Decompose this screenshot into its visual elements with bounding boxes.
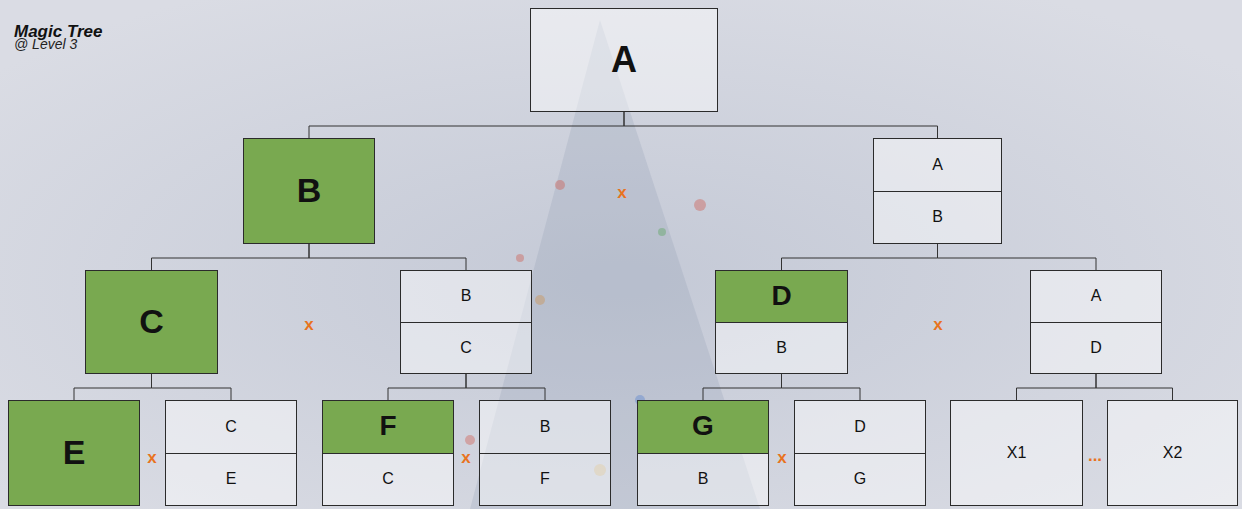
subtitle-label: @ Level 3: [14, 36, 77, 52]
tree-box: A: [530, 8, 718, 112]
node-label: C: [225, 418, 237, 436]
split-box: BF: [479, 400, 611, 506]
node-label: G: [854, 470, 866, 488]
tree-connector: [309, 244, 466, 270]
split-box: AB: [873, 138, 1002, 244]
tree-box: C: [85, 270, 218, 374]
operator-label: x: [933, 315, 942, 335]
box-section: D: [1031, 322, 1161, 374]
node-label: F: [540, 470, 550, 488]
tree-connector: [388, 374, 466, 400]
tree-connector: [309, 112, 624, 138]
box-section: B: [716, 322, 847, 374]
node-label: B: [461, 287, 472, 305]
tree-connector: [782, 374, 861, 400]
box-section: B: [401, 271, 531, 322]
node-label: F: [379, 411, 396, 442]
split-box: AD: [1030, 270, 1162, 374]
box-section: C: [323, 453, 453, 506]
node-label: B: [776, 339, 787, 357]
split-box: DG: [794, 400, 926, 506]
box-section: B: [874, 191, 1001, 244]
box-section: F: [323, 401, 453, 453]
ellipsis-label: ...: [1088, 446, 1102, 466]
node-label: E: [63, 434, 86, 471]
box-section: D: [716, 271, 847, 322]
box-section: D: [795, 401, 925, 453]
split-box: GB: [637, 400, 769, 506]
operator-label: x: [304, 315, 313, 335]
box-section: X1: [951, 401, 1082, 505]
box-section: C: [401, 322, 531, 374]
tree-connector: [782, 244, 938, 270]
node-label: G: [692, 411, 714, 442]
tree-connector: [1096, 374, 1173, 400]
node-label: B: [540, 418, 551, 436]
split-box: BC: [400, 270, 532, 374]
node-label: D: [771, 281, 791, 312]
box-section: X2: [1108, 401, 1237, 505]
node-label: C: [382, 470, 394, 488]
tree-connector: [152, 244, 310, 270]
operator-label: x: [147, 448, 156, 468]
node-label: B: [698, 470, 709, 488]
box-section: E: [166, 453, 296, 506]
node-label: B: [297, 172, 322, 209]
operator-label: x: [461, 448, 470, 468]
box-section: C: [166, 401, 296, 453]
box-section: G: [638, 401, 768, 453]
box-section: A: [531, 9, 717, 111]
node-label: A: [1091, 287, 1102, 305]
split-box: CE: [165, 400, 297, 506]
node-label: B: [932, 208, 943, 226]
node-label: D: [1090, 339, 1102, 357]
box-section: E: [9, 401, 139, 505]
box-section: B: [480, 401, 610, 453]
split-box: DB: [715, 270, 848, 374]
tree-box: E: [8, 400, 140, 506]
node-label: E: [226, 470, 237, 488]
node-label: A: [932, 156, 943, 174]
node-label: X1: [1007, 444, 1027, 462]
node-label: D: [854, 418, 866, 436]
box-section: A: [874, 139, 1001, 191]
box-section: A: [1031, 271, 1161, 322]
box-section: F: [480, 453, 610, 506]
box-section: C: [86, 271, 217, 373]
box-section: B: [638, 453, 768, 506]
box-section: B: [244, 139, 374, 243]
tree-connector: [152, 374, 232, 400]
box-section: G: [795, 453, 925, 506]
node-label: X2: [1163, 444, 1183, 462]
tree-connector: [703, 374, 782, 400]
node-label: C: [460, 339, 472, 357]
operator-label: x: [617, 183, 626, 203]
tree-connector: [466, 374, 545, 400]
tree-connector: [1017, 374, 1097, 400]
tree-connector: [74, 374, 152, 400]
node-label: A: [611, 40, 637, 80]
tree-box: X2: [1107, 400, 1238, 506]
tree-box: X1: [950, 400, 1083, 506]
tree-box: B: [243, 138, 375, 244]
tree-connector: [938, 244, 1097, 270]
node-label: C: [139, 303, 164, 340]
tree-connector: [624, 112, 938, 138]
operator-label: x: [777, 448, 786, 468]
split-box: FC: [322, 400, 454, 506]
